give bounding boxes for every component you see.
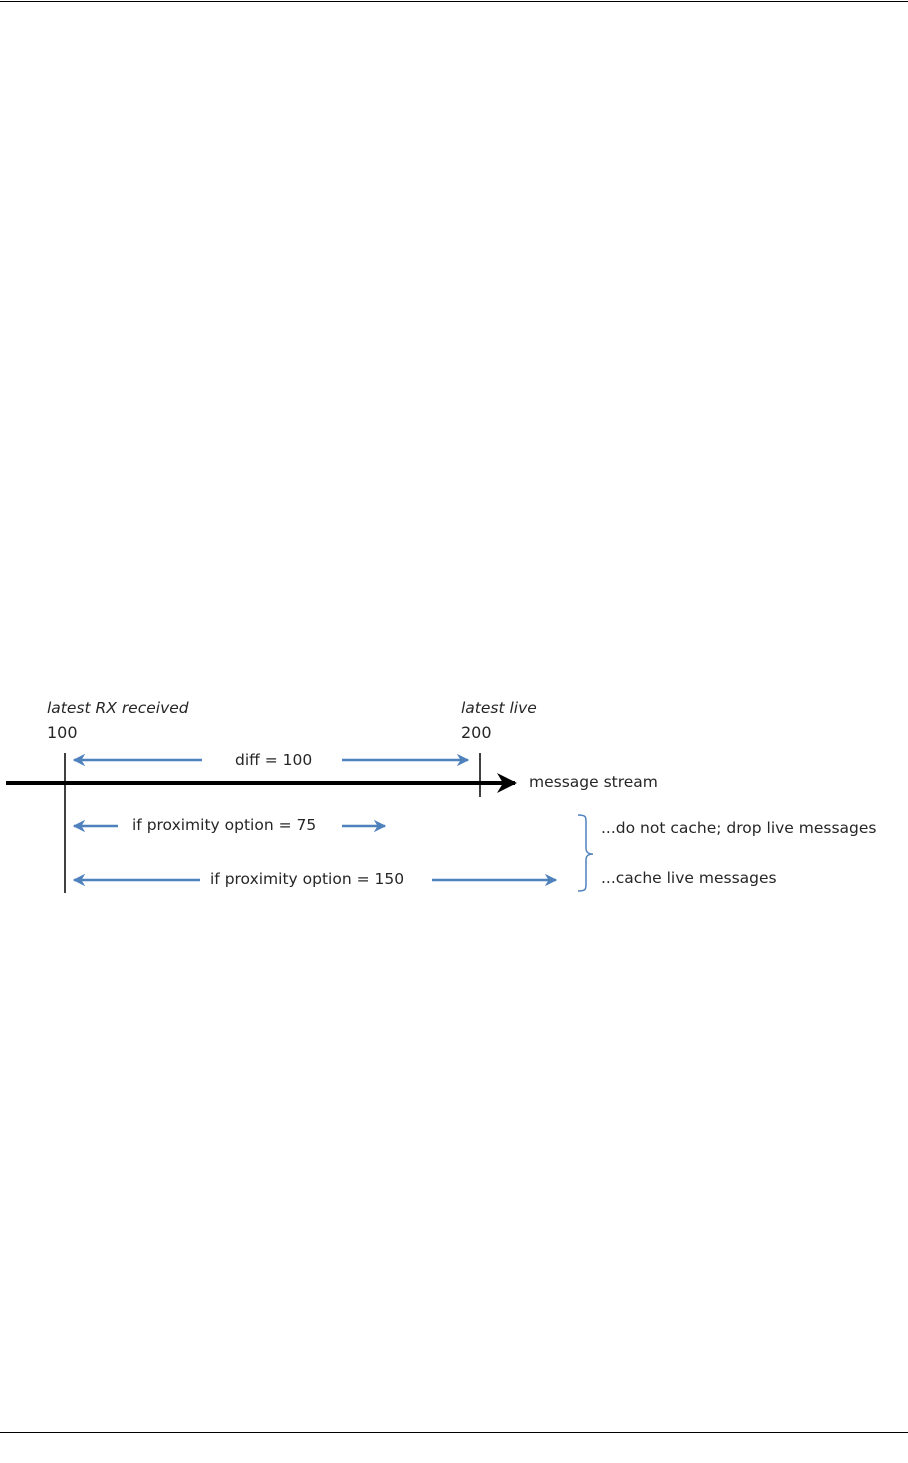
start-marker-value: 100 (47, 723, 78, 742)
end-marker-value: 200 (461, 723, 492, 742)
start-marker-title: latest RX received (47, 699, 189, 717)
outcome-no-cache: ...do not cache; drop live messages (601, 819, 877, 837)
outcome-brace (577, 814, 594, 892)
end-marker-title: latest live (461, 699, 537, 717)
outcome-cache: ...cache live messages (601, 869, 777, 887)
proximity-150-label: if proximity option = 150 (210, 870, 404, 888)
message-stream-label: message stream (529, 773, 658, 791)
page-top-rule (0, 1, 908, 2)
diff-label: diff = 100 (235, 751, 312, 769)
proximity-75-label: if proximity option = 75 (132, 816, 316, 834)
page-bottom-rule (0, 1432, 908, 1433)
